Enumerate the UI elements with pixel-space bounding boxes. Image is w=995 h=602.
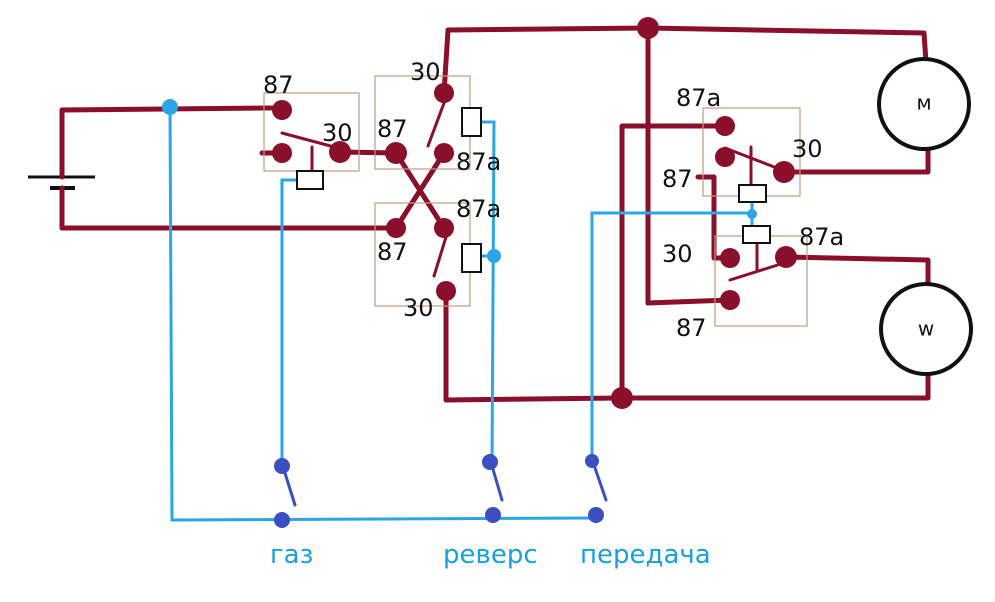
relay4-pin-87: 87 — [662, 165, 693, 193]
control-junctions — [162, 99, 757, 263]
relay-coils — [296, 107, 771, 273]
gas-switch-label: газ — [270, 540, 313, 570]
relay3-pin-30: 30 — [403, 294, 434, 322]
motor-bottom-icon: w — [879, 282, 973, 376]
relay-frames — [263, 75, 808, 327]
relay3-pin-87a: 87a — [456, 195, 501, 223]
motor-top-label: м — [916, 91, 931, 115]
relay5-pin-87: 30 — [662, 240, 693, 268]
relay1-pin-30: 30 — [322, 119, 353, 147]
relay4-pin-87a: 87a — [676, 84, 721, 112]
relay2-pin-87: 87 — [377, 115, 408, 143]
relay-contacts — [280, 101, 786, 282]
relay3-pin-87: 87 — [377, 238, 408, 266]
reverse-switch-label: реверс — [443, 540, 538, 570]
gear-switch[interactable] — [585, 454, 608, 523]
control-wires — [168, 105, 754, 522]
gear-switch-label: передача — [580, 540, 711, 570]
relay1-pin-87: 87 — [263, 71, 294, 99]
pin-labels: 87 30 30 87 87a 87a 87 30 87a 87 30 30 8… — [263, 58, 844, 342]
relay-terminals — [272, 17, 797, 409]
reverse-switch[interactable] — [482, 454, 504, 523]
relay5-pin-30: 87a — [799, 223, 844, 251]
motor-top-icon: м — [877, 57, 971, 151]
relay5-pin-87a: 87 — [676, 314, 707, 342]
motor-bottom-label: w — [918, 317, 934, 341]
relay2-pin-87a: 87a — [456, 148, 501, 176]
relay4-pin-30: 30 — [792, 135, 823, 163]
battery-icon — [28, 107, 95, 231]
gas-switch[interactable] — [274, 458, 297, 528]
relay2-pin-30: 30 — [410, 58, 441, 86]
